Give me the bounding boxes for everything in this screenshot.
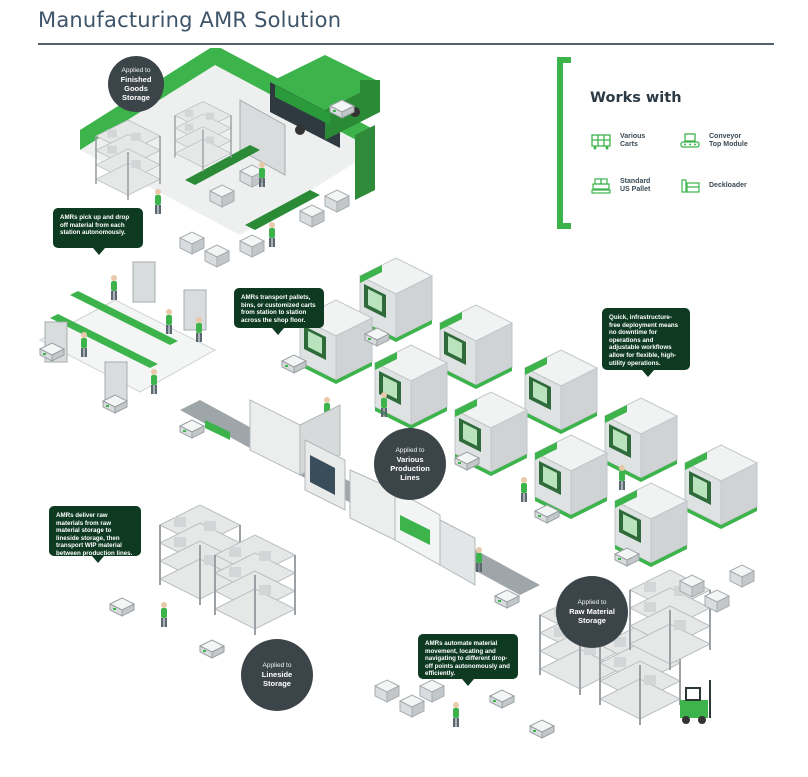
lineside-storage-badge: Applied to Lineside Storage bbox=[241, 639, 313, 711]
finished-goods-storage-badge: Applied to Finished Goods Storage bbox=[108, 56, 164, 112]
raw-material-storage-badge: Applied to Raw Material Storage bbox=[556, 576, 628, 648]
pallet-icon bbox=[591, 178, 611, 194]
callout-pickup-dropoff: AMRs pick up and drop off material from … bbox=[53, 208, 143, 255]
raw-material-storage bbox=[374, 564, 755, 739]
callout-deployment: Quick, infrastructure-free deployment me… bbox=[602, 308, 690, 377]
production-lines-badge: Applied to Various Production Lines bbox=[374, 428, 446, 500]
conveyor-icon bbox=[680, 133, 700, 148]
carts-icon bbox=[591, 134, 611, 150]
title-divider bbox=[38, 43, 774, 45]
works-with-item-deckloader: Deckloader bbox=[679, 177, 747, 195]
production-machines bbox=[281, 257, 758, 568]
works-with-title: Works with bbox=[590, 90, 682, 106]
works-with-bracket bbox=[557, 57, 571, 229]
page-title: Manufacturing AMR Solution bbox=[38, 8, 342, 32]
deckloader-icon bbox=[681, 179, 700, 193]
assembly-workstations bbox=[38, 261, 217, 414]
callout-transport: AMRs transport pallets, bins, or customi… bbox=[234, 288, 324, 335]
callout-raw-to-lineside: AMRs deliver raw materials from raw mate… bbox=[49, 506, 141, 563]
factory-illustration bbox=[38, 48, 758, 739]
callout-automate-movement: AMRs automate material movement, locatin… bbox=[418, 634, 518, 686]
